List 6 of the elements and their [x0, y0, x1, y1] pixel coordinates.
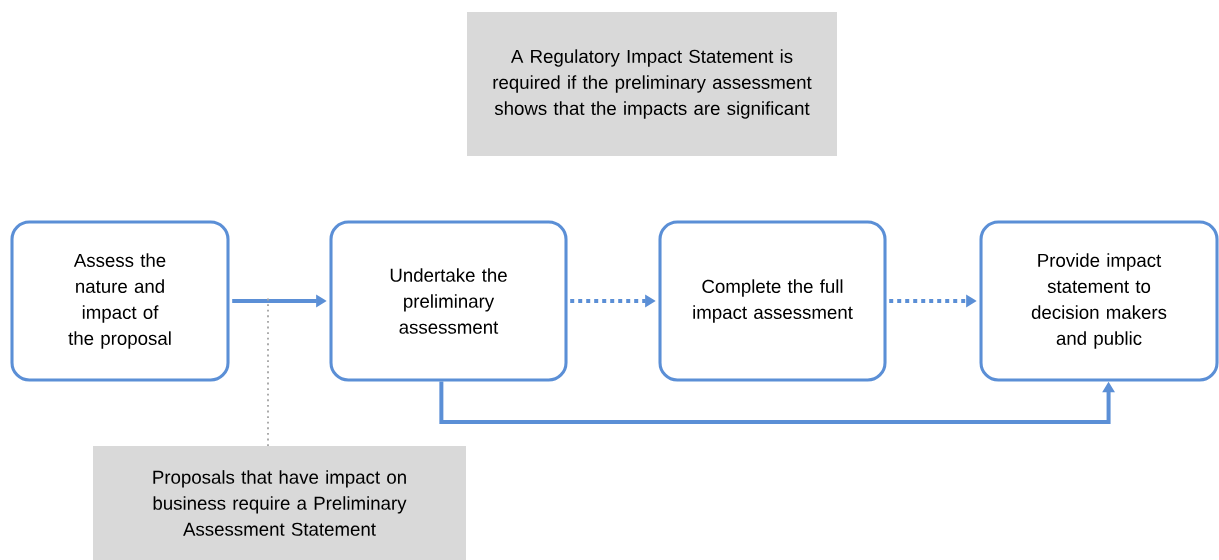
process-box: Assess the nature and impact of the proposal: [10, 220, 230, 382]
note-box: Proposals that have impact on business require a Preliminary Assessment Statement: [93, 446, 466, 560]
process-box: Complete the full impact assessment: [658, 220, 887, 382]
process-box: Provide impact statement to decision makers and public: [979, 220, 1219, 382]
process-box: Undertake the preliminary assessment: [329, 220, 568, 382]
note-box: A Regulatory Impact Statement is required if the preliminary assessment shows that the impacts are significant: [467, 12, 837, 156]
